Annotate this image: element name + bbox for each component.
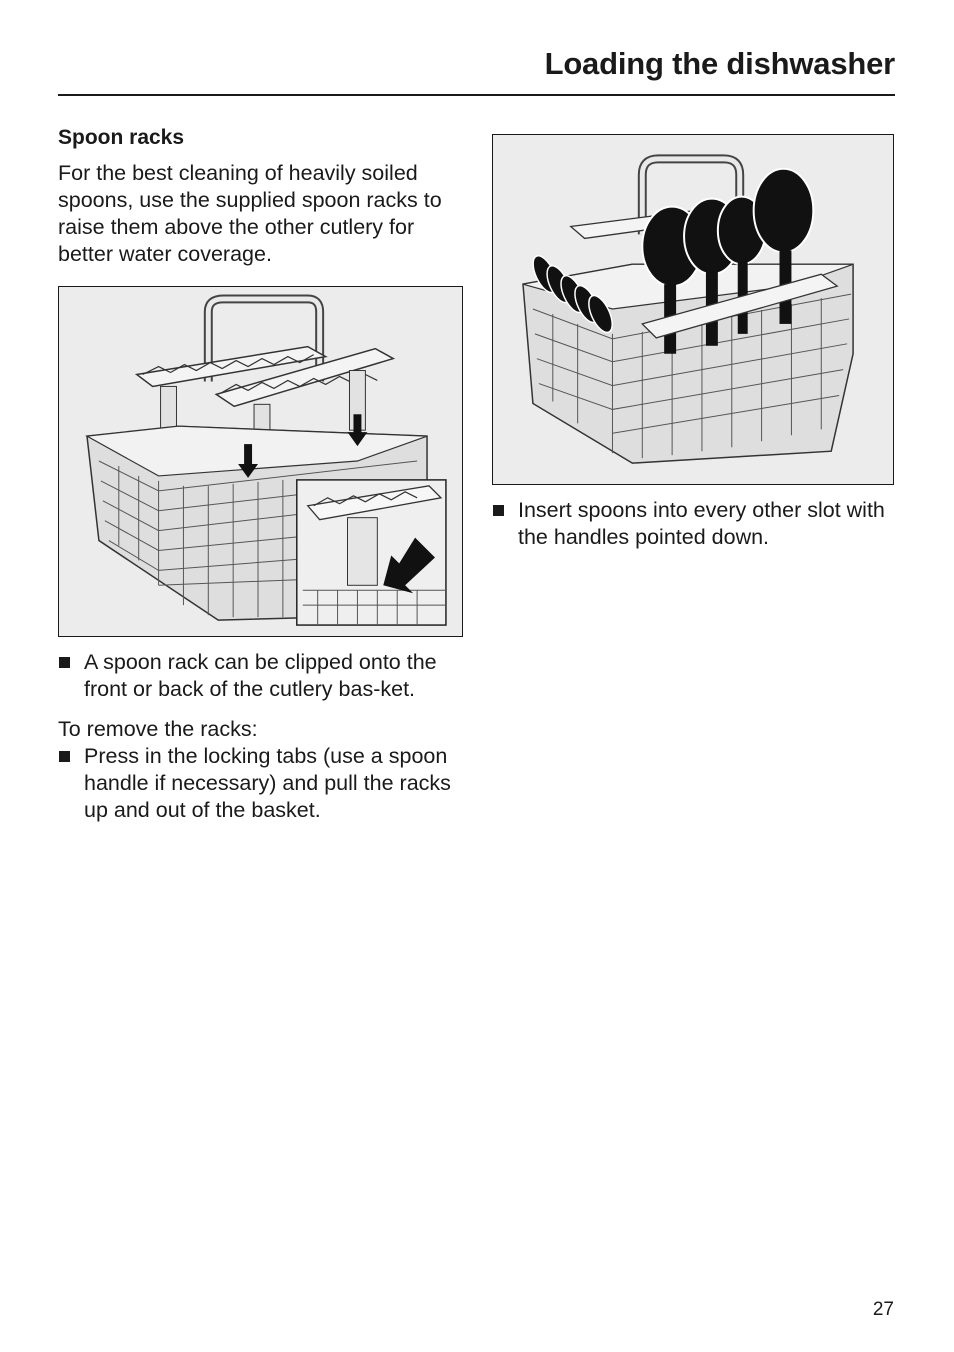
bullet-text: A spoon rack can be clipped onto the fro… [84, 650, 437, 701]
bullet-square-icon [493, 505, 504, 516]
list-item: Press in the locking tabs (use a spoon h… [58, 743, 468, 824]
page-header: Loading the dishwasher [58, 44, 895, 96]
page-title: Loading the dishwasher [544, 46, 896, 81]
section-heading: Spoon racks [58, 126, 185, 149]
spoons-loaded-illustration [492, 134, 894, 485]
bullet-square-icon [59, 751, 70, 762]
list-item: A spoon rack can be clipped onto the fro… [58, 649, 468, 703]
remove-racks-intro: To remove the racks: [58, 717, 258, 741]
intro-paragraph: For the best cleaning of heavily soiled … [58, 161, 442, 266]
insert-spoons-list: Insert spoons into every other slot with… [492, 497, 894, 551]
bullet-square-icon [59, 657, 70, 668]
remove-instructions-list: Press in the locking tabs (use a spoon h… [58, 743, 468, 824]
right-column: Insert spoons into every other slot with… [492, 134, 894, 551]
bullet-text: Insert spoons into every other slot with… [518, 498, 885, 549]
page-number: 27 [872, 1299, 894, 1320]
left-column: Spoon racks For the best cleaning of hea… [58, 124, 468, 824]
spoon-rack-clip-illustration [58, 286, 463, 637]
list-item: Insert spoons into every other slot with… [492, 497, 894, 551]
bullet-text: Press in the locking tabs (use a spoon h… [84, 744, 451, 822]
clip-instructions-list: A spoon rack can be clipped onto the fro… [58, 649, 468, 703]
